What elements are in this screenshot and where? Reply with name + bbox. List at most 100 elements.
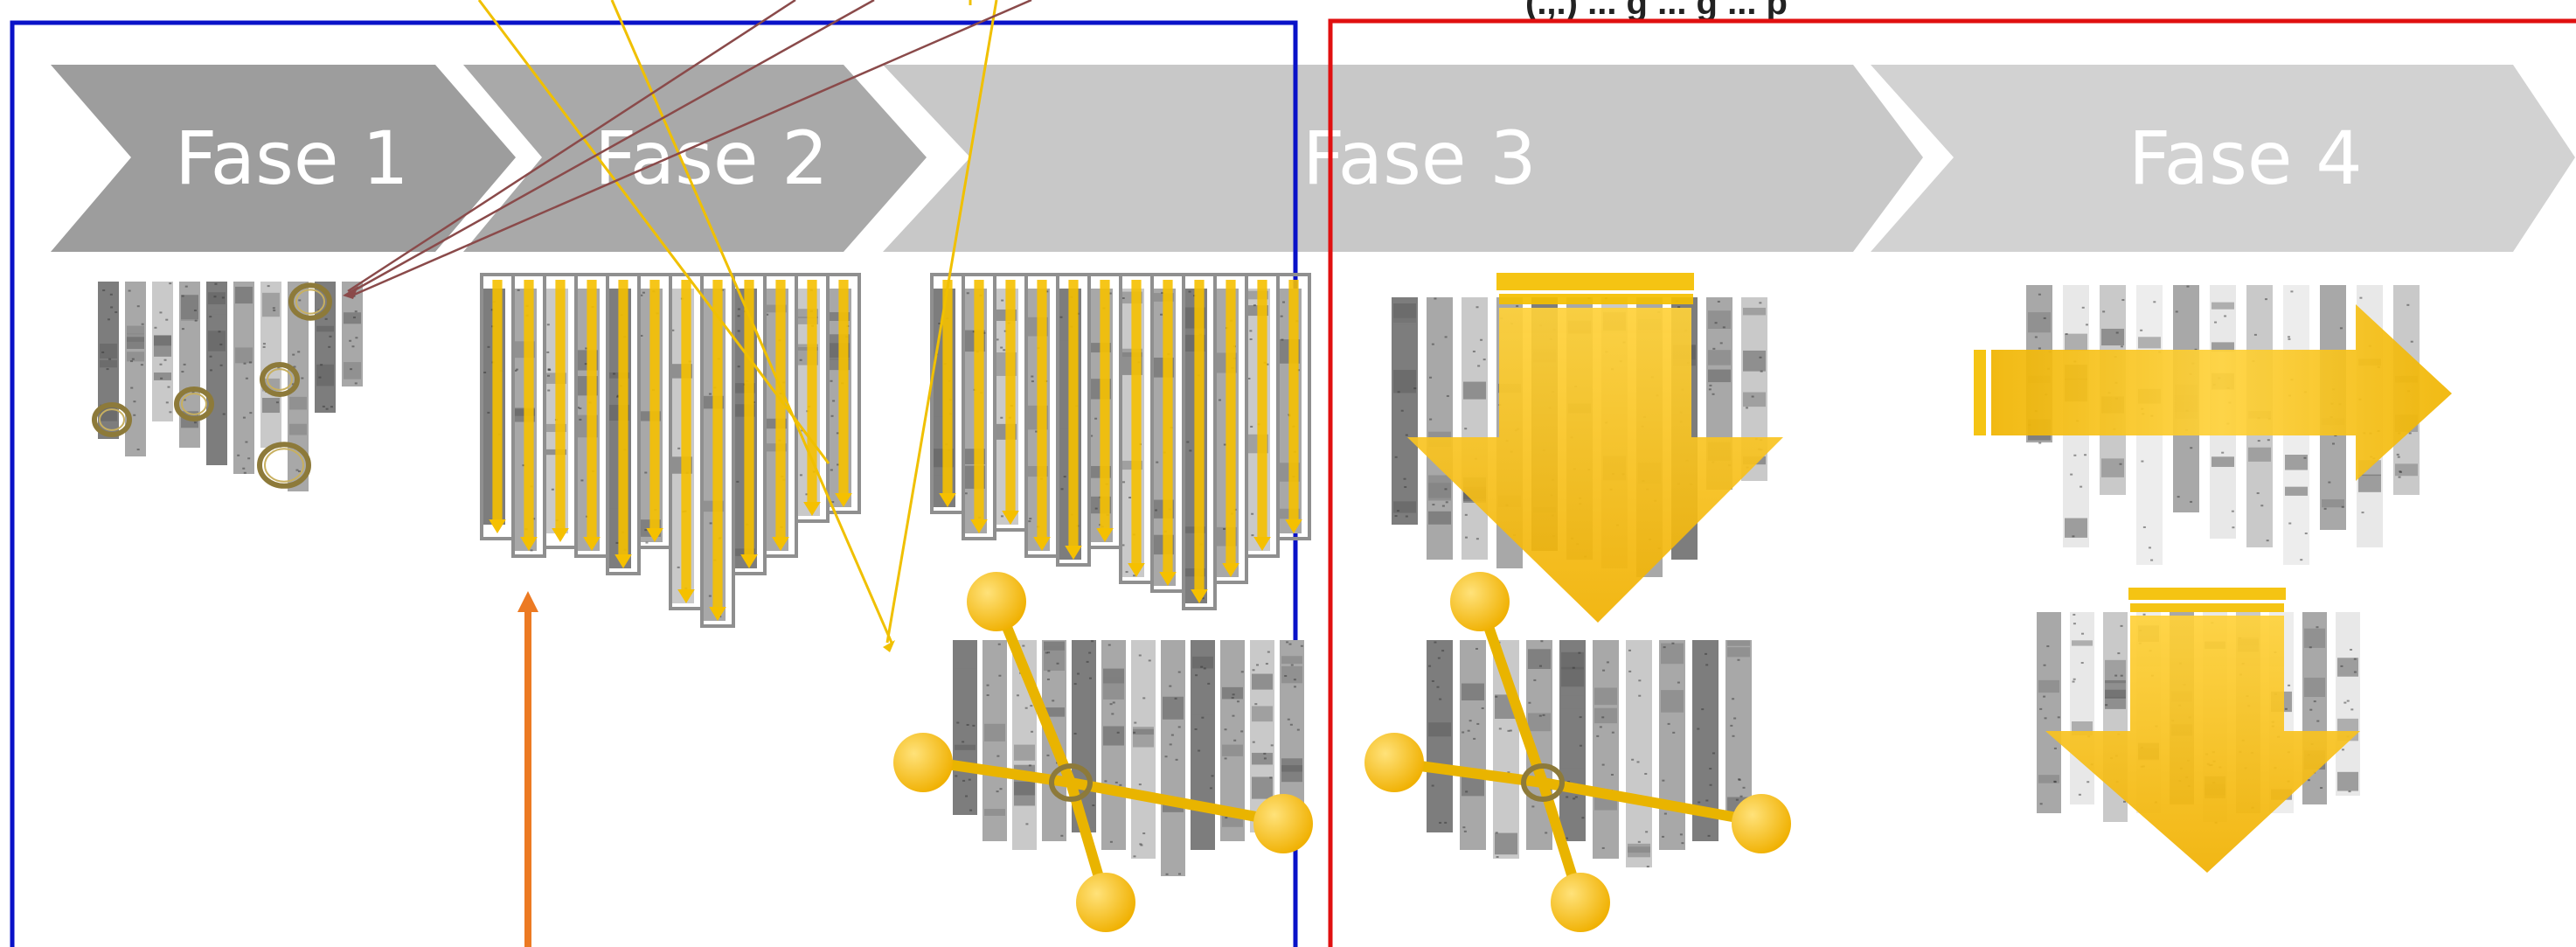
- gold-bar: [492, 280, 503, 521]
- gel-speck: [2190, 500, 2193, 503]
- gel-speck: [1602, 669, 1606, 672]
- gel-speck: [1638, 694, 1642, 697]
- gel-speck: [2343, 701, 2347, 704]
- gold-arrowhead: [1285, 519, 1302, 533]
- gel-speck: [1211, 775, 1214, 777]
- gel-speck: [1293, 686, 1296, 688]
- gel-band: [2337, 658, 2358, 677]
- gel-speck: [1574, 796, 1578, 798]
- gel-speck: [1232, 693, 1235, 696]
- gel-speck: [996, 790, 999, 793]
- gel-speck: [1645, 831, 1649, 833]
- gel-speck: [1175, 758, 1178, 761]
- gel-speck: [1133, 731, 1136, 734]
- gel-speck: [301, 377, 304, 379]
- gel-speck: [1224, 728, 1227, 731]
- gel-speck: [1240, 671, 1244, 673]
- gel-speck: [1286, 641, 1289, 644]
- gel-speck: [532, 518, 536, 520]
- gel-speck: [1125, 571, 1128, 574]
- gel-speck: [1000, 515, 1003, 518]
- gel-speck: [1677, 681, 1680, 684]
- gel-speck: [194, 319, 198, 322]
- gel-speck: [219, 364, 223, 366]
- up-arrow-icon: [517, 591, 538, 947]
- gel-speck: [1121, 544, 1125, 547]
- gel-speck: [1509, 729, 1512, 732]
- gel-speck: [1709, 783, 1712, 786]
- gel-speck: [515, 368, 518, 371]
- gel-speck: [1646, 866, 1649, 868]
- gel-speck: [1742, 786, 1746, 789]
- gel-speck: [1578, 651, 1581, 654]
- gel-speck: [2084, 454, 2087, 456]
- gel-speck: [2288, 684, 2291, 686]
- gel-speck: [2361, 512, 2364, 514]
- gel-speck: [1464, 536, 1468, 539]
- gel-speck: [737, 315, 740, 317]
- gold-arrowhead: [583, 537, 601, 551]
- gel-speck: [2186, 285, 2190, 288]
- gel-speck: [2034, 336, 2038, 338]
- gel-speck: [2141, 460, 2144, 463]
- gel-speck: [986, 684, 989, 686]
- gel-band: [1528, 713, 1551, 732]
- gel-speck: [1596, 735, 1600, 737]
- gel-speck: [1636, 761, 1640, 763]
- gel-speck: [350, 368, 353, 371]
- gel-speck: [1697, 728, 1700, 730]
- gel-speck: [1155, 509, 1158, 512]
- gold-bar: [838, 280, 849, 495]
- gel-speck: [530, 549, 533, 552]
- gel-band: [1393, 317, 1416, 325]
- gel-speck: [2231, 510, 2234, 512]
- gel-speck: [1601, 763, 1605, 766]
- gel-speck: [1203, 667, 1206, 670]
- gel-band: [1014, 744, 1035, 761]
- gel-band: [2065, 518, 2087, 538]
- gel-speck: [2288, 522, 2292, 525]
- gel-speck: [1073, 683, 1077, 686]
- gel-speck: [1201, 716, 1205, 719]
- gel-speck: [2121, 299, 2125, 302]
- gel-speck: [1405, 515, 1408, 518]
- gel-band: [1743, 350, 1766, 372]
- gel-speck: [585, 347, 588, 350]
- gold-arrowhead: [1159, 572, 1177, 586]
- gel-speck: [1076, 672, 1080, 675]
- gel-speck: [1263, 757, 1267, 760]
- gel-speck: [584, 363, 587, 366]
- gel-speck: [1282, 301, 1286, 303]
- gel-speck: [184, 285, 188, 288]
- gel-speck: [1109, 840, 1113, 843]
- gel-band: [1661, 643, 1684, 665]
- gel-speck: [245, 441, 248, 443]
- gel-band: [316, 364, 334, 386]
- gel-speck: [169, 411, 172, 414]
- gel-band: [1044, 646, 1065, 672]
- gel-band: [1708, 350, 1731, 366]
- gel-band: [2211, 342, 2234, 352]
- gel-speck: [1195, 674, 1198, 677]
- gel-speck: [2316, 720, 2320, 722]
- gel-band: [235, 347, 253, 364]
- gel-speck: [2190, 447, 2193, 449]
- gel-speck: [1698, 801, 1701, 804]
- gel-speck: [1737, 658, 1740, 661]
- gel-speck: [799, 359, 802, 361]
- gel-speck: [1667, 722, 1670, 725]
- gel-speck: [1719, 342, 1723, 345]
- gel-speck: [547, 368, 551, 371]
- gel-band: [1428, 511, 1451, 525]
- gel-speck: [1413, 387, 1417, 390]
- gel-speck: [1436, 686, 1440, 688]
- gel-speck: [1431, 679, 1434, 682]
- gel-speck: [1025, 823, 1029, 825]
- gel-speck: [181, 295, 184, 297]
- gel-speck: [1281, 338, 1284, 341]
- gel-speck: [2224, 315, 2227, 317]
- gold-bar: [942, 280, 953, 495]
- gel-band: [1103, 726, 1124, 746]
- gel-speck: [1249, 330, 1253, 332]
- gel-band: [127, 352, 144, 362]
